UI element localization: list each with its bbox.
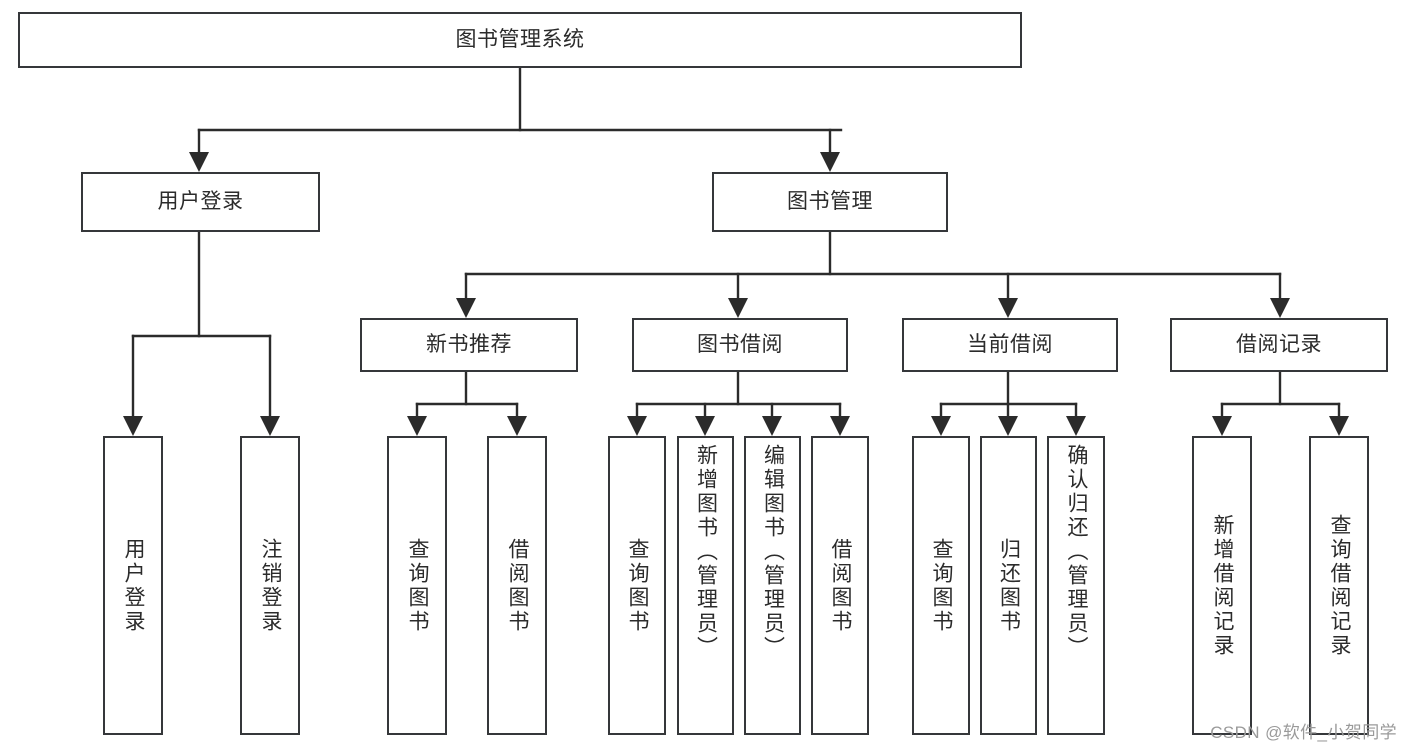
node-leaf-query-book-borrow[interactable]: 查询图书 (608, 436, 666, 735)
node-label: 确认归还（管理员） (1065, 444, 1089, 660)
node-label: 查询图书 (626, 537, 650, 634)
node-label: 借阅图书 (506, 537, 530, 634)
node-leaf-logout[interactable]: 注销登录 (240, 436, 300, 735)
node-label: 新增借阅记录 (1211, 513, 1235, 658)
node-leaf-edit-book-admin[interactable]: 编辑图书（管理员） (744, 436, 801, 735)
connector-userlogin-to-leaves (123, 230, 280, 436)
node-label: 当前借阅 (967, 333, 1053, 357)
node-label: 用户登录 (157, 190, 244, 214)
node-user-login[interactable]: 用户登录 (81, 172, 320, 232)
node-label: 新书推荐 (426, 333, 512, 357)
node-book-management[interactable]: 图书管理 (712, 172, 948, 232)
node-label: 注销登录 (259, 537, 283, 634)
node-label: 图书管理系统 (455, 28, 585, 52)
node-label: 查询图书 (930, 537, 954, 634)
connector-newbook-to-leaves (407, 370, 527, 436)
node-leaf-return-book[interactable]: 归还图书 (980, 436, 1037, 735)
node-label: 查询图书 (406, 537, 430, 634)
node-label: 借阅记录 (1236, 333, 1322, 357)
node-leaf-user-login[interactable]: 用户登录 (103, 436, 163, 735)
node-label: 归还图书 (997, 537, 1021, 634)
connector-root-to-level2 (189, 66, 843, 172)
node-leaf-borrow-book[interactable]: 借阅图书 (811, 436, 869, 735)
connector-borrowrecord-to-leaves (1212, 370, 1349, 436)
node-label: 查询借阅记录 (1328, 513, 1352, 658)
node-leaf-add-book-admin[interactable]: 新增图书（管理员） (677, 436, 734, 735)
node-leaf-borrow-book-newrec[interactable]: 借阅图书 (487, 436, 547, 735)
node-label: 图书借阅 (697, 333, 783, 357)
node-leaf-confirm-return-admin[interactable]: 确认归还（管理员） (1047, 436, 1105, 735)
connector-bookmgmt-to-level3 (456, 230, 1290, 318)
connector-currentborrow-to-leaves (931, 370, 1086, 436)
connector-bookborrow-to-leaves (627, 370, 850, 436)
node-leaf-add-borrow-record[interactable]: 新增借阅记录 (1192, 436, 1252, 735)
node-new-book-recommendation[interactable]: 新书推荐 (360, 318, 578, 372)
node-root-book-management-system[interactable]: 图书管理系统 (18, 12, 1022, 68)
node-label: 用户登录 (122, 537, 146, 634)
node-leaf-query-borrow-record[interactable]: 查询借阅记录 (1309, 436, 1369, 735)
node-label: 图书管理 (787, 190, 873, 214)
node-leaf-query-book-newrec[interactable]: 查询图书 (387, 436, 447, 735)
watermark-text: CSDN @软件_小贺同学 (1210, 723, 1397, 742)
node-label: 借阅图书 (829, 537, 853, 634)
node-leaf-query-book-current[interactable]: 查询图书 (912, 436, 970, 735)
node-current-borrowing[interactable]: 当前借阅 (902, 318, 1118, 372)
node-borrowing-record[interactable]: 借阅记录 (1170, 318, 1388, 372)
node-label: 新增图书（管理员） (694, 444, 718, 660)
node-label: 编辑图书（管理员） (761, 444, 785, 660)
node-book-borrowing[interactable]: 图书借阅 (632, 318, 848, 372)
